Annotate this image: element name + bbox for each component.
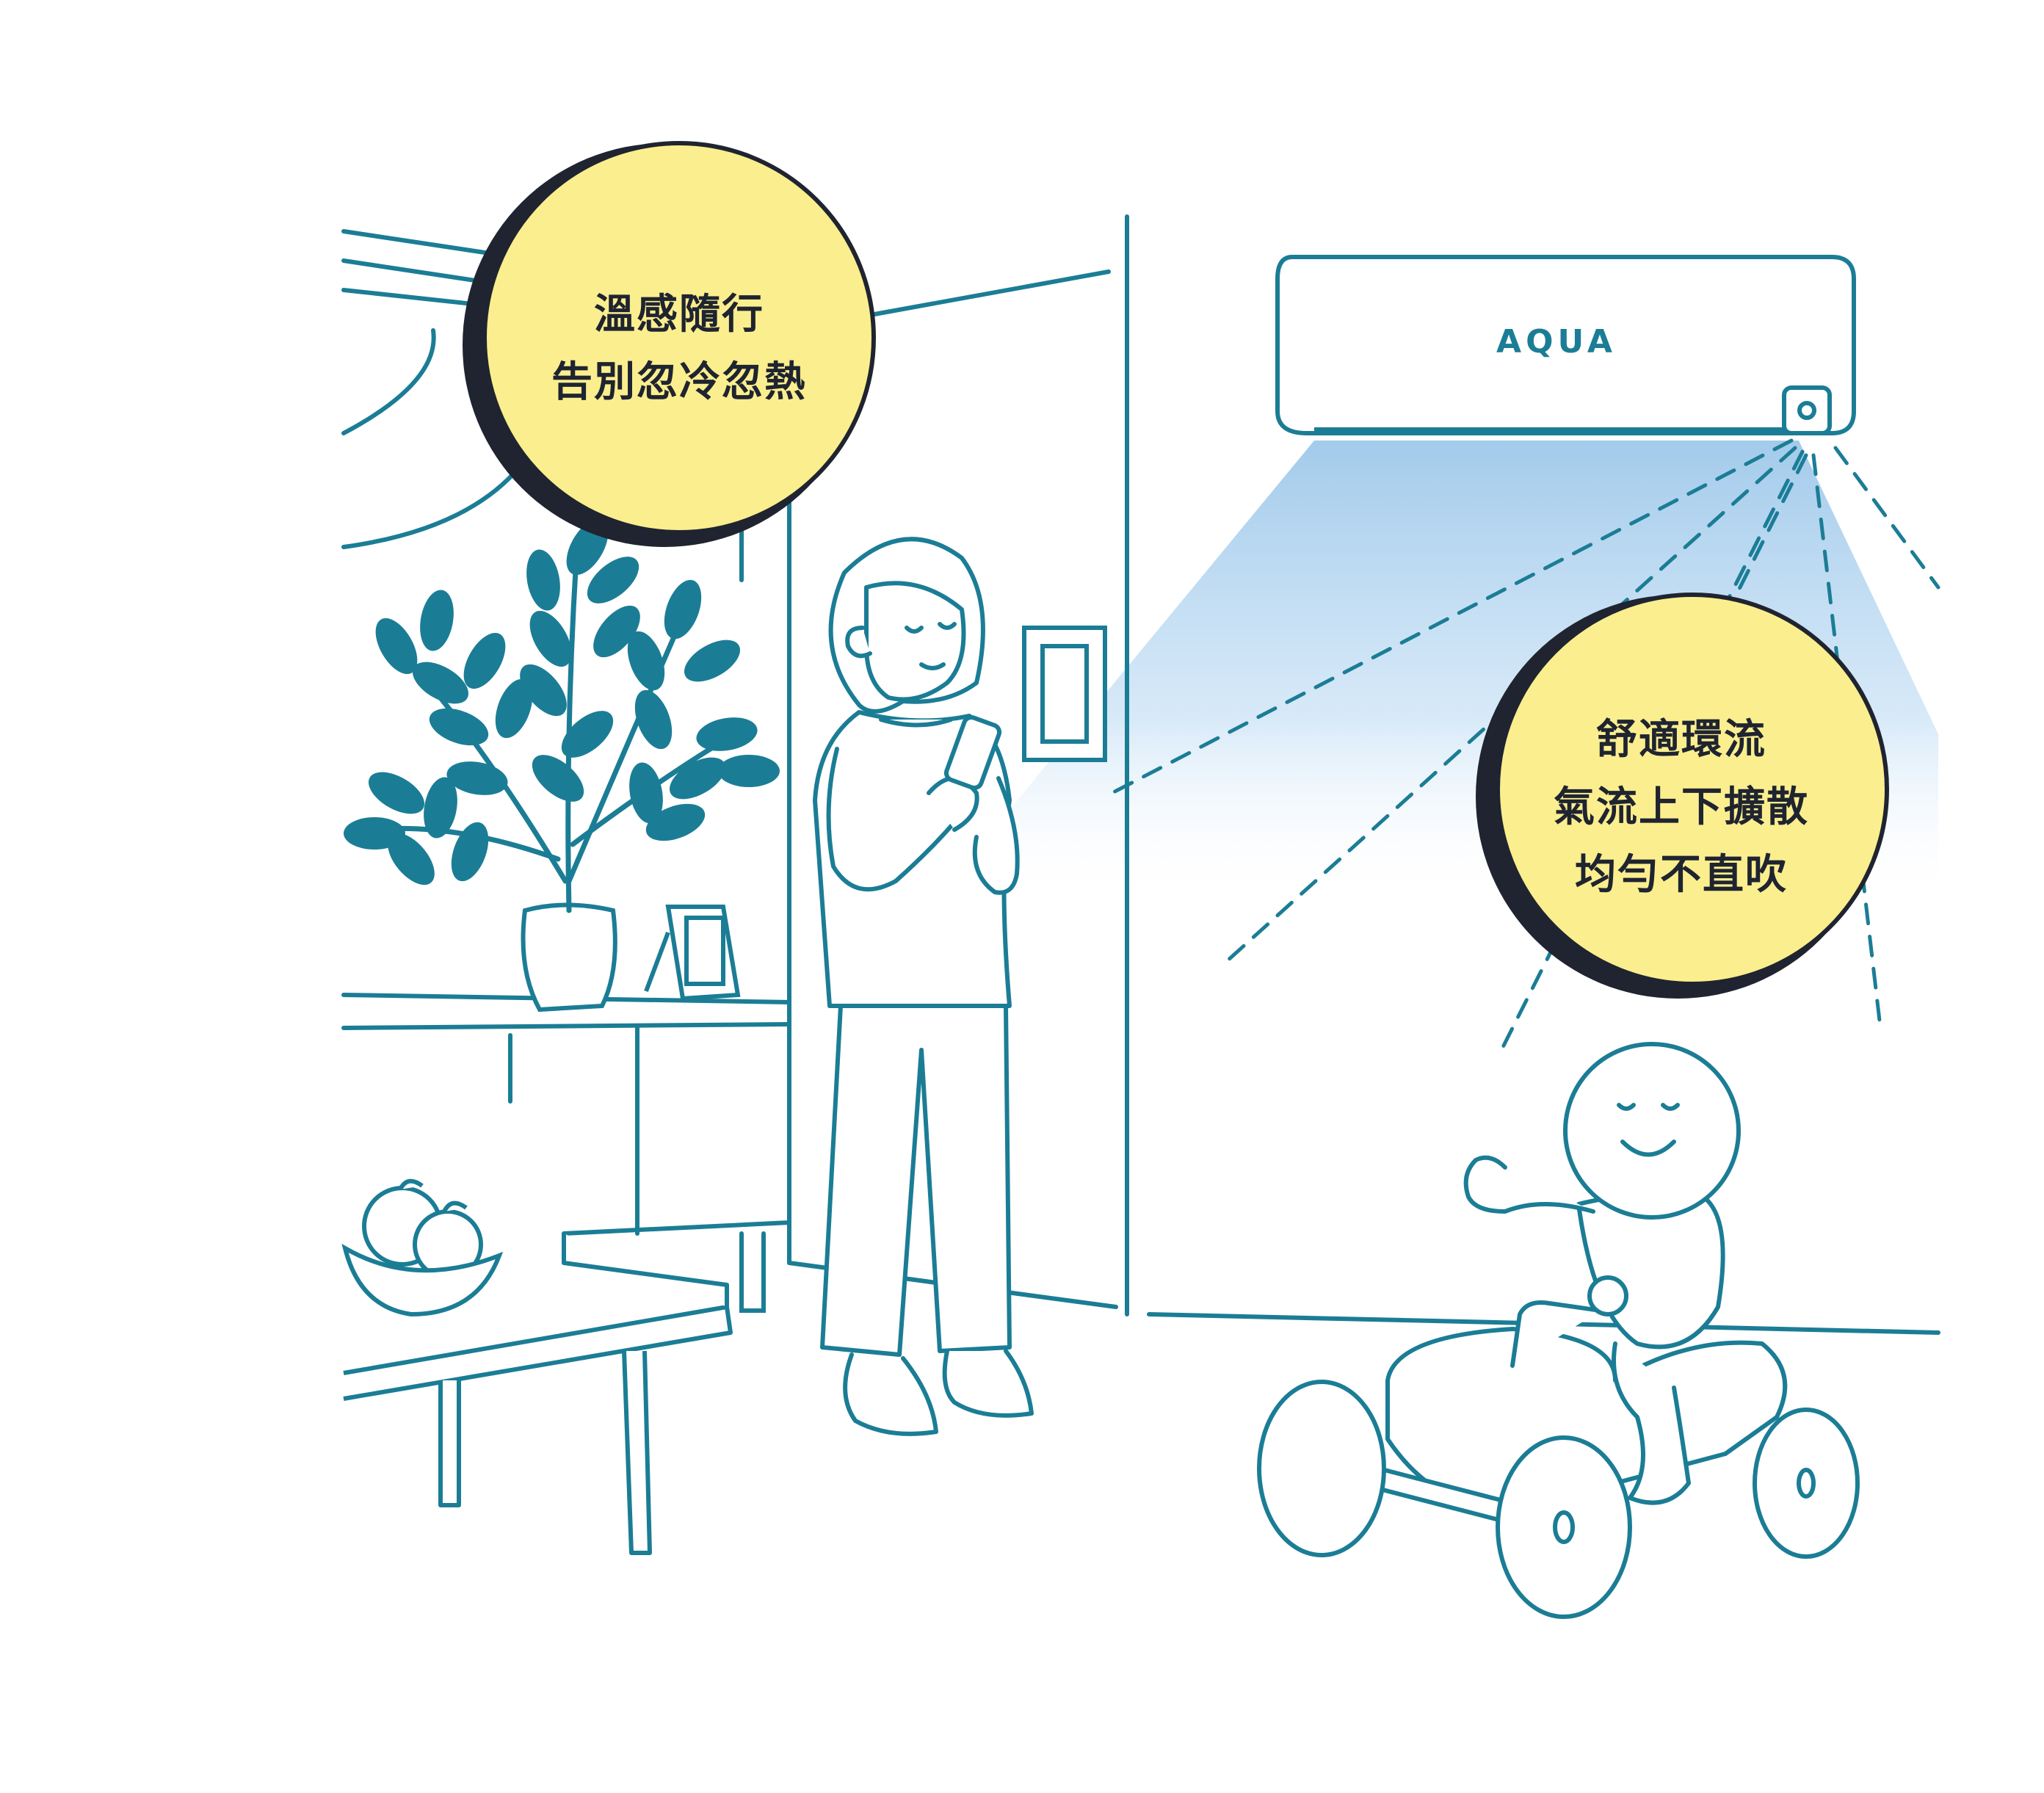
plant-leaves [344,519,780,885]
sensor-icon [1782,385,1832,435]
plant-icon [521,902,617,1013]
brand-logo: AQUA [1496,322,1617,361]
air-conditioner [1275,255,1856,435]
woman-figure [813,537,1034,1436]
phone-icon [943,714,1002,791]
coffee-table [343,1234,733,1555]
wall-switch [1022,626,1107,762]
badge-left [463,141,876,547]
photo-frame [644,905,741,1001]
fruit-bowl-icon [341,1178,504,1317]
badge-right [1476,593,1889,999]
baby-figure [1257,1042,1860,1619]
